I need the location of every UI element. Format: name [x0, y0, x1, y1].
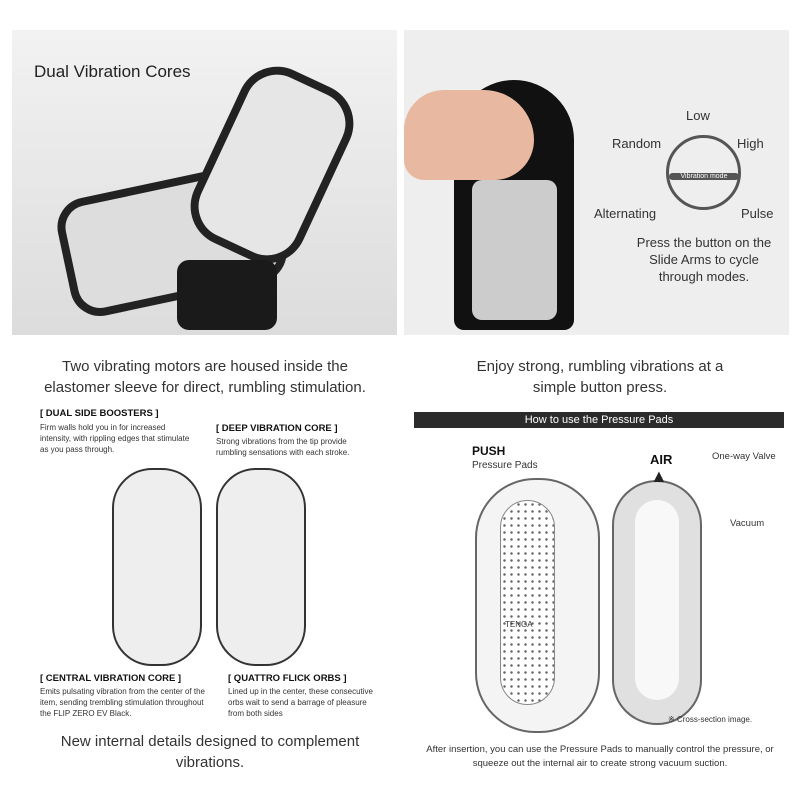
deep-title: [ DEEP VIBRATION CORE ] [216, 423, 338, 434]
callout-label: Dual Vibration Cores [34, 62, 191, 81]
boosters-title: [ DUAL SIDE BOOSTERS ] [40, 408, 159, 419]
orbs-text: Lined up in the center, these consecutiv… [228, 687, 373, 718]
product-photo-open: Dual Vibration Cores [12, 30, 397, 335]
vacuum-label: Vacuum [730, 518, 765, 529]
cutaway-right [216, 468, 306, 666]
air-label: AIR [650, 452, 673, 467]
instruction-text: Press the button on the Slide Arms to cy… [636, 235, 772, 284]
panel4-caption: After insertion, you can use the Pressur… [426, 744, 774, 769]
mode-random: Random [612, 136, 662, 151]
mode-center-label: Vibration mode [669, 173, 739, 180]
mode-low: Low [686, 108, 710, 123]
how-to-header: How to use the Pressure Pads [414, 412, 784, 428]
central-title: [ CENTRAL VIBRATION CORE ] [40, 673, 182, 684]
mode-pulse: Pulse [741, 206, 774, 221]
mode-cycle-ring [666, 135, 741, 210]
device-window [472, 180, 557, 320]
air-arrow-icon: ▲ [650, 466, 668, 486]
pressure-pad [500, 500, 555, 705]
push-label: PUSH [472, 444, 506, 458]
cross-section-note: ※ Cross-section image. [668, 715, 753, 724]
device-stand [177, 260, 277, 330]
panel3-caption: New internal details designed to complem… [60, 733, 360, 771]
inner-cavity [635, 500, 679, 700]
mode-high: High [737, 136, 764, 151]
valve-label: One-way Valve [712, 451, 776, 462]
orbs-title: [ QUATTRO FLICK ORBS ] [228, 673, 347, 684]
boosters-text: Firm walls hold you in for increased int… [40, 423, 190, 454]
deep-text: Strong vibrations from the tip provide r… [216, 437, 350, 457]
mode-alternating: Alternating [594, 206, 657, 221]
product-photo-hand: Vibration mode Low High Random Pulse Alt… [404, 30, 789, 335]
hand-illustration [404, 90, 534, 180]
central-text: Emits pulsating vibration from the cente… [40, 687, 205, 718]
panel1-caption: Two vibrating motors are housed inside t… [44, 358, 366, 396]
cutaway-left [112, 468, 202, 666]
device-logo: TENGA [505, 620, 533, 629]
panel2-caption: Enjoy strong, rumbling vibrations at a s… [476, 358, 724, 396]
pads-label: Pressure Pads [472, 460, 538, 471]
